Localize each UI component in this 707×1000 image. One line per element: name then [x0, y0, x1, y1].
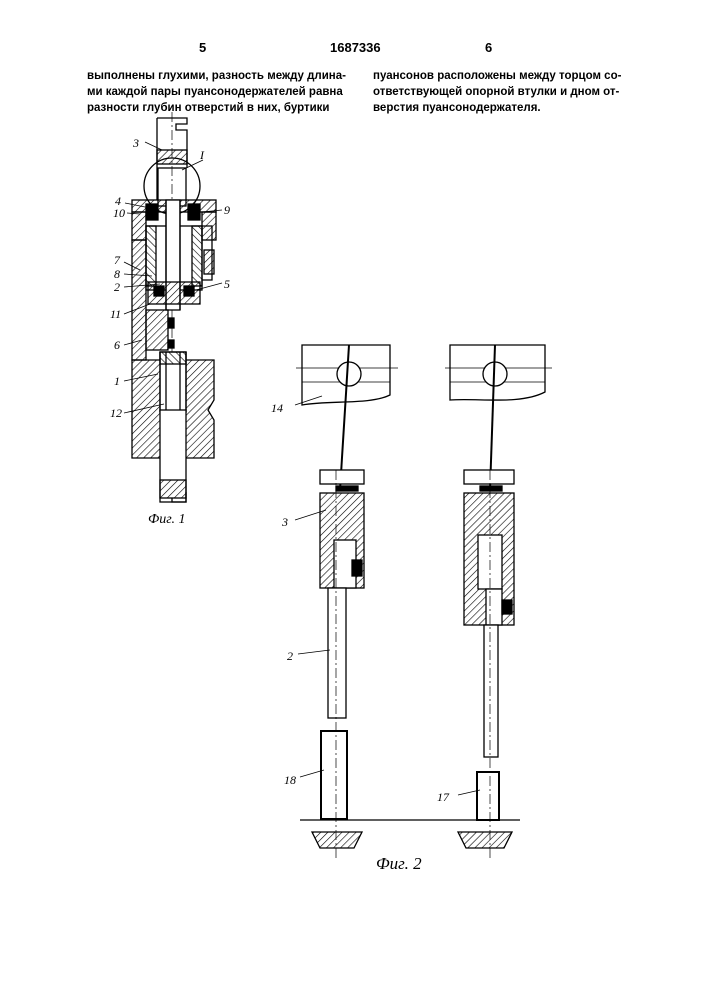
fig1-label-5: 5 — [224, 277, 230, 291]
fig1-label-2: 2 — [114, 280, 120, 294]
fig1-label-6: 6 — [114, 338, 120, 352]
fig1-label-3: 3 — [132, 136, 139, 150]
fig2-label-18: 18 — [284, 773, 296, 787]
fig1-label-I: I — [199, 148, 205, 162]
fig1-label-9: 9 — [224, 203, 230, 217]
fig2-caption: Фиг. 2 — [376, 854, 422, 873]
fig1-label-10: 10 — [113, 206, 125, 220]
fig1-label-1: 1 — [114, 374, 120, 388]
fig1-label-11: 11 — [110, 307, 121, 321]
fig2-label-14: 14 — [271, 401, 283, 415]
fig1-caption: Фиг. 1 — [148, 512, 186, 527]
figure-1 — [124, 112, 222, 502]
fig2-label-17: 17 — [437, 790, 450, 804]
figure-2 — [295, 345, 552, 860]
fig1-label-7: 7 — [114, 253, 121, 267]
fig2-label-3: 3 — [281, 515, 288, 529]
fig2-label-2: 2 — [287, 649, 293, 663]
fig1-label-12: 12 — [110, 406, 122, 420]
fig1-label-8: 8 — [114, 267, 120, 281]
